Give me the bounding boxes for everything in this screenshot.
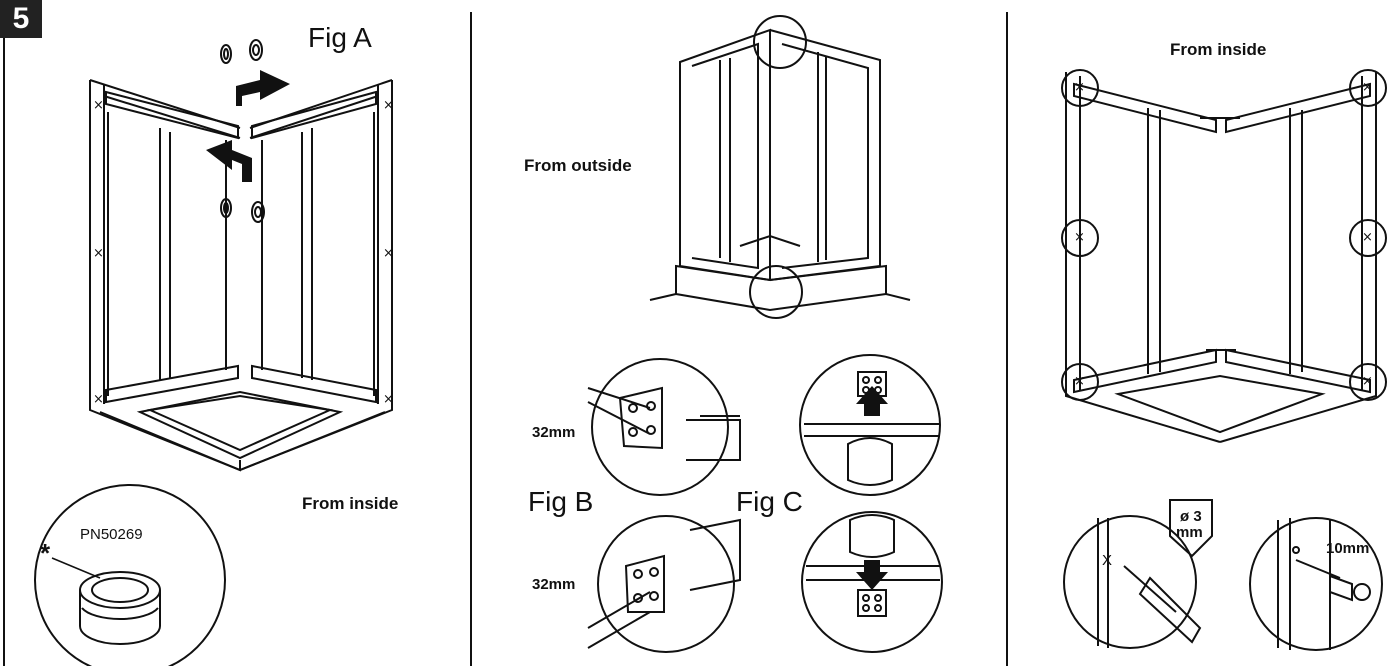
asterisk-mark: * <box>40 538 51 568</box>
cross-mark: × <box>1362 80 1373 95</box>
cross-mark: × <box>93 392 104 407</box>
cross-mark: × <box>1362 374 1373 389</box>
cross-mark: × <box>383 246 394 261</box>
cross-mark: × <box>383 98 394 113</box>
panel3-view-label: From inside <box>1170 40 1267 59</box>
fig-a-enclosure-diagram <box>34 39 393 666</box>
drill-mark-x: X <box>1102 552 1113 569</box>
fig-b-screw-length-bottom: 32mm <box>532 576 576 593</box>
cross-mark: × <box>1074 80 1085 95</box>
drill-size-line2: mm <box>1176 524 1203 541</box>
cross-mark: × <box>93 246 104 261</box>
step-number-badge: 5 <box>0 0 42 38</box>
cross-mark: × <box>1362 230 1373 245</box>
fig-a-label: Fig A <box>308 22 372 53</box>
panel2-view-label: From outside <box>524 156 632 175</box>
fig-b-screw-length-top: 32mm <box>532 424 576 441</box>
fig-c-label: Fig C <box>736 486 803 517</box>
fig-b-label: Fig B <box>528 486 594 517</box>
cross-mark: × <box>1074 374 1085 389</box>
panel1-view-label: From inside <box>302 494 399 513</box>
screw-depth-label: 10mm <box>1326 540 1370 557</box>
cross-mark: × <box>383 392 394 407</box>
cross-mark: × <box>93 98 104 113</box>
drill-size-line1: ø 3 <box>1180 508 1202 525</box>
cross-mark: × <box>1074 230 1085 245</box>
part-number-label: PN50269 <box>80 526 143 543</box>
